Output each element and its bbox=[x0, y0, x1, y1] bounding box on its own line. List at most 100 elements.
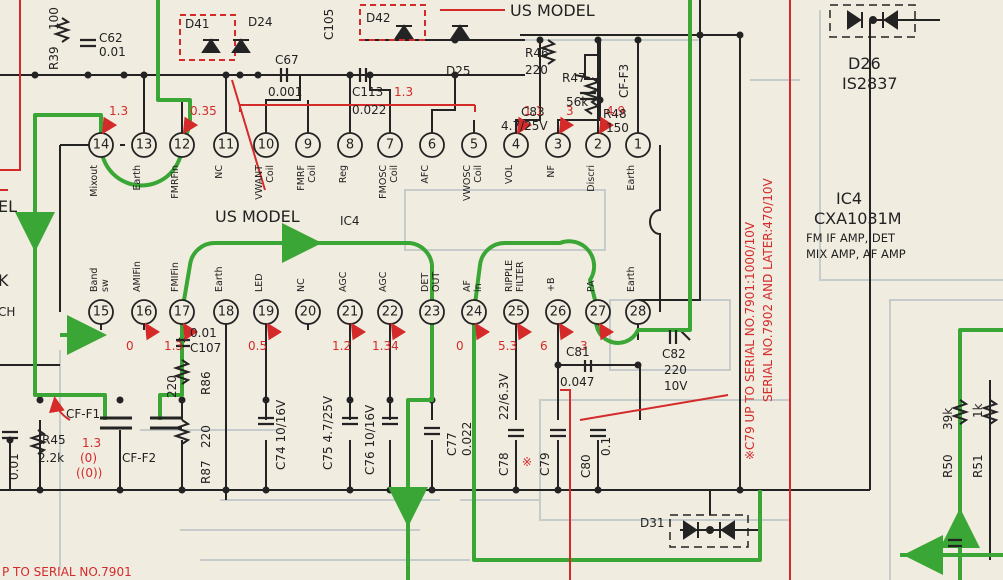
ic-pin-25-voltage: 5.3 bbox=[498, 339, 517, 353]
r47-value: 56k bbox=[566, 95, 588, 109]
ic-pin-3-voltage: 3 bbox=[566, 104, 574, 118]
ic-pin-25 bbox=[503, 299, 529, 325]
ic-pin-3 bbox=[545, 132, 571, 158]
ic-pin-16-number: 16 bbox=[136, 305, 153, 320]
c81-label: C81 bbox=[566, 345, 590, 359]
ic-pin-23-function: DET bbox=[420, 273, 431, 292]
c80-value: 0.1 bbox=[599, 437, 613, 456]
ic-pin-7 bbox=[377, 132, 403, 158]
ic-pin-4-number: 4 bbox=[512, 138, 520, 153]
ic-pin-19-function: LED bbox=[254, 273, 265, 292]
ic-desc-line2: MIX AMP, AF AMP bbox=[806, 247, 906, 261]
ic-pin-3-function: NF bbox=[546, 165, 557, 178]
r45-volt-3: ((0)) bbox=[76, 466, 102, 480]
ic-pin-16-voltage-arrow bbox=[144, 322, 161, 341]
ic-pin-1-number: 1 bbox=[634, 138, 642, 153]
ic-pin-10-function: Coil bbox=[265, 165, 276, 183]
ic-pin-17 bbox=[169, 299, 195, 325]
ic-pin-22 bbox=[377, 299, 403, 325]
ic-pin-12-voltage-arrow bbox=[182, 116, 199, 135]
capacitor-symbols bbox=[2, 38, 962, 548]
c77-value: 0.022 bbox=[460, 422, 474, 456]
ic-pin-15-number: 15 bbox=[93, 305, 110, 320]
ic-pin-4-voltage: 1.1 bbox=[524, 104, 543, 118]
r45-label: R45 bbox=[42, 433, 66, 447]
ic-pin-12-voltage: 0.35 bbox=[190, 104, 217, 118]
ic-pin-18-function: Earth bbox=[214, 267, 225, 292]
ic-pin-26-voltage-arrow bbox=[558, 322, 575, 341]
c105-label: C105 bbox=[322, 9, 336, 40]
ic-pin-24 bbox=[461, 299, 487, 325]
c79-label: C79 bbox=[538, 452, 552, 476]
ic-pin-10-function: VWANT bbox=[254, 165, 265, 200]
ic-pin-13-number: 13 bbox=[136, 138, 153, 153]
c83-label: C83 bbox=[521, 105, 545, 119]
ic-pin-4 bbox=[503, 132, 529, 158]
ic-pin-11-function: NC bbox=[214, 165, 225, 179]
c78-value: 22/6.3V bbox=[497, 373, 511, 420]
ic-part-label: CXA1031M bbox=[814, 209, 902, 228]
ic-pin-12 bbox=[169, 132, 195, 158]
ic-top-pins: 14Mixout1.313Earth12FMRFin0.3511NC10VWAN… bbox=[88, 104, 651, 201]
ic-pin-20-number: 20 bbox=[300, 305, 317, 320]
ic-pin-25-voltage-arrow bbox=[516, 322, 533, 341]
ic-pin-8-number: 8 bbox=[346, 138, 354, 153]
ic-pin-26-function: +B bbox=[546, 278, 557, 292]
ic-pin-5-function: Coil bbox=[473, 165, 484, 183]
ic-pin-25-function: RIPPLE bbox=[504, 260, 515, 292]
ic-pin-12-number: 12 bbox=[174, 138, 191, 153]
r50-label: R50 bbox=[941, 454, 955, 478]
ic-pin-4-function: VOL bbox=[504, 164, 515, 184]
ic-body-label: IC4 bbox=[340, 214, 360, 228]
ic-pin-15 bbox=[88, 299, 114, 325]
r86-label: R86 bbox=[199, 371, 213, 395]
ic-pin-16-function: AMIFin bbox=[132, 261, 143, 292]
ic-pin-9-function: Coil bbox=[307, 165, 318, 183]
cf-f2-label: CF-F2 bbox=[122, 451, 156, 465]
ic-pin-14 bbox=[88, 132, 114, 158]
ic-pin-24-function: AF bbox=[462, 280, 473, 292]
ic-pin-20 bbox=[295, 299, 321, 325]
ic-pin-24-voltage: 0 bbox=[456, 339, 464, 353]
ic-pin-9 bbox=[295, 132, 321, 158]
c75-label: C75 4.7/25V bbox=[321, 395, 335, 470]
ic-pin-24-voltage-arrow bbox=[474, 322, 491, 341]
ic-pin-3-voltage-arrow bbox=[558, 116, 575, 135]
ic-pin-8 bbox=[337, 132, 363, 158]
ceramic-filters bbox=[100, 54, 600, 430]
ic-pin-26-number: 26 bbox=[550, 305, 567, 320]
mid-voltage-label: 1.3 bbox=[394, 85, 413, 99]
ic-pin-21 bbox=[337, 299, 363, 325]
ic-pin-15-function: Band bbox=[89, 268, 100, 292]
ic-pin-27-number: 27 bbox=[590, 305, 607, 320]
ic-pin-20-function: NC bbox=[296, 278, 307, 292]
ic-pin-26 bbox=[545, 299, 571, 325]
background-pcb-traces bbox=[59, 10, 1003, 580]
ic-pin-17-voltage: 1.3 bbox=[164, 339, 183, 353]
ic-pin-27-voltage-arrow bbox=[598, 322, 615, 341]
r46-value: 220 bbox=[525, 63, 548, 77]
ic-pin-15-function: sw bbox=[100, 279, 111, 292]
ic-pin-26-voltage: 6 bbox=[540, 339, 548, 353]
c78-label: C78 bbox=[497, 452, 511, 476]
ic-pin-18 bbox=[213, 299, 239, 325]
diode-symbols bbox=[201, 10, 898, 540]
d24-label: D24 bbox=[248, 15, 273, 29]
junction-dots bbox=[6, 31, 744, 494]
ic-pin-4-voltage-arrow bbox=[516, 116, 533, 135]
ic-pin-10-number: 10 bbox=[258, 138, 275, 153]
ic-pin-21-function: AGC bbox=[338, 271, 349, 292]
d42-label: D42 bbox=[366, 11, 391, 25]
ic-pin-13 bbox=[131, 132, 157, 158]
c62-label: C62 bbox=[99, 31, 123, 45]
ic-pin-22-number: 22 bbox=[382, 305, 399, 320]
r87-value: 220 bbox=[199, 425, 213, 448]
r45-volt-1: 1.3 bbox=[82, 436, 101, 450]
c83-value: 4.7/25V bbox=[501, 119, 548, 133]
d26-box bbox=[669, 4, 916, 548]
ic-pin-21-number: 21 bbox=[342, 305, 359, 320]
red-lines bbox=[0, 0, 791, 580]
ic-pin-8-function: Reg bbox=[338, 165, 349, 183]
c79-asterisk: ※ bbox=[522, 455, 532, 469]
